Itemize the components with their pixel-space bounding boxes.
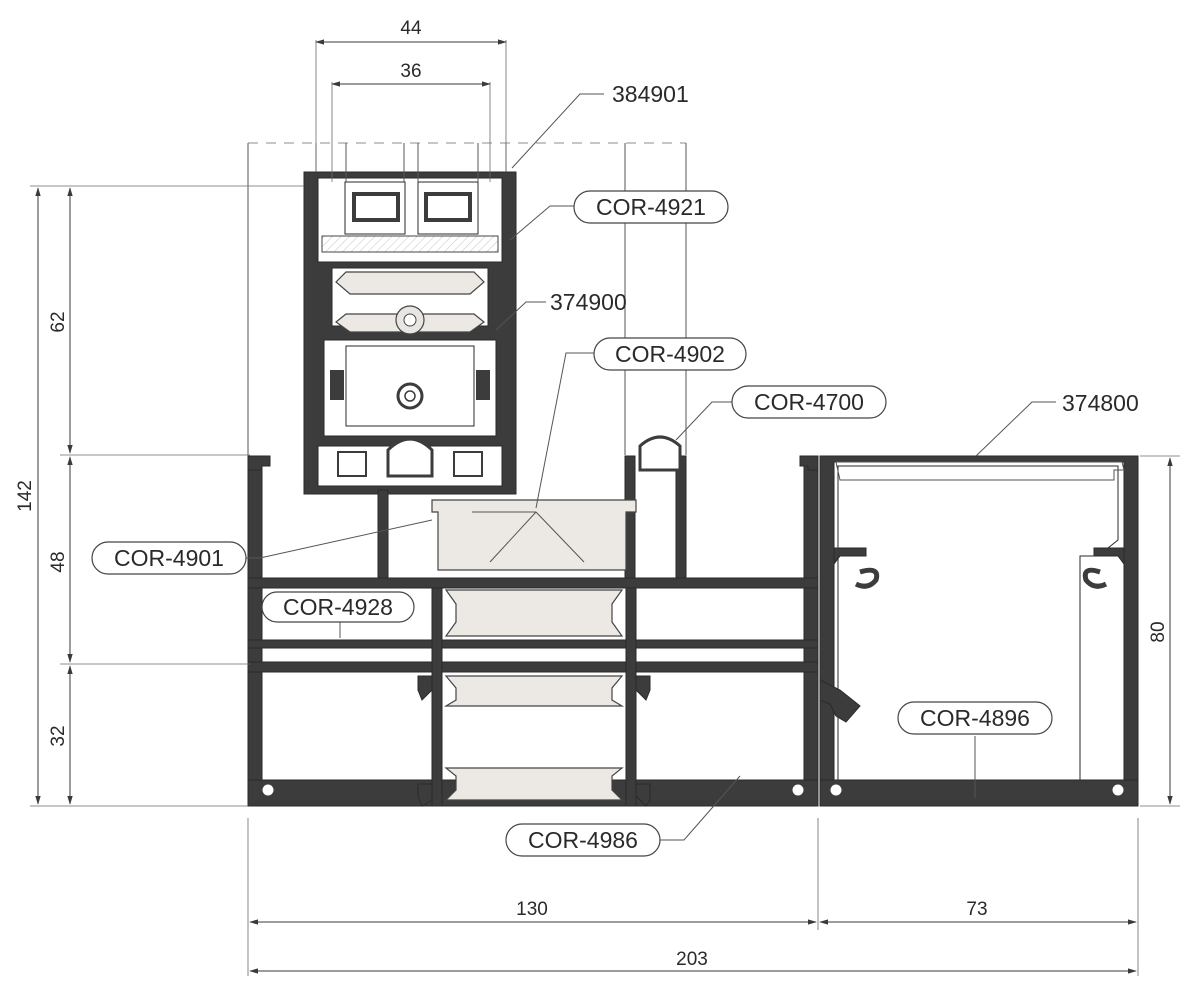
dim-62-label: 62 [48, 311, 69, 332]
callout-cor-4896-label: COR-4896 [920, 705, 1030, 731]
callout-cor-4986-label: COR-4986 [528, 827, 638, 853]
dim-48-label: 48 [48, 551, 69, 572]
part-374900-label: 374900 [550, 289, 627, 315]
dim-142-label: 142 [15, 480, 36, 512]
callout-cor-4928: COR-4928 [261, 591, 415, 623]
callout-cor-4921-label: COR-4921 [596, 194, 706, 220]
callout-cor-4901: COR-4901 [91, 541, 247, 575]
dim-203-label: 203 [676, 949, 708, 970]
callout-cor-4986: COR-4986 [505, 823, 661, 857]
side-frame-profile [819, 455, 1139, 807]
callout-cor-4902: COR-4902 [593, 337, 747, 371]
dim-73-label: 73 [966, 899, 987, 920]
dimension-lines [30, 39, 1180, 976]
dim-32-label: 32 [48, 725, 69, 746]
dim-36-label: 36 [400, 61, 421, 82]
dim-44-label: 44 [400, 18, 422, 39]
callout-cor-4902-label: COR-4902 [615, 341, 725, 367]
leader-lines [246, 93, 1056, 841]
callout-cor-4921: COR-4921 [573, 190, 729, 224]
callout-cor-4700: COR-4700 [731, 385, 887, 419]
callout-cor-4896: COR-4896 [897, 701, 1053, 735]
dim-130-label: 130 [516, 899, 548, 920]
part-384901-label: 384901 [612, 81, 689, 107]
dim-80-label: 80 [1148, 621, 1169, 642]
callout-cor-4700-label: COR-4700 [754, 389, 864, 415]
main-frame-profile [247, 435, 819, 807]
callout-cor-4928-label: COR-4928 [283, 594, 393, 620]
callout-cor-4901-label: COR-4901 [114, 545, 224, 571]
top-sash-profile [303, 143, 517, 495]
part-374800-label: 374800 [1062, 390, 1139, 416]
